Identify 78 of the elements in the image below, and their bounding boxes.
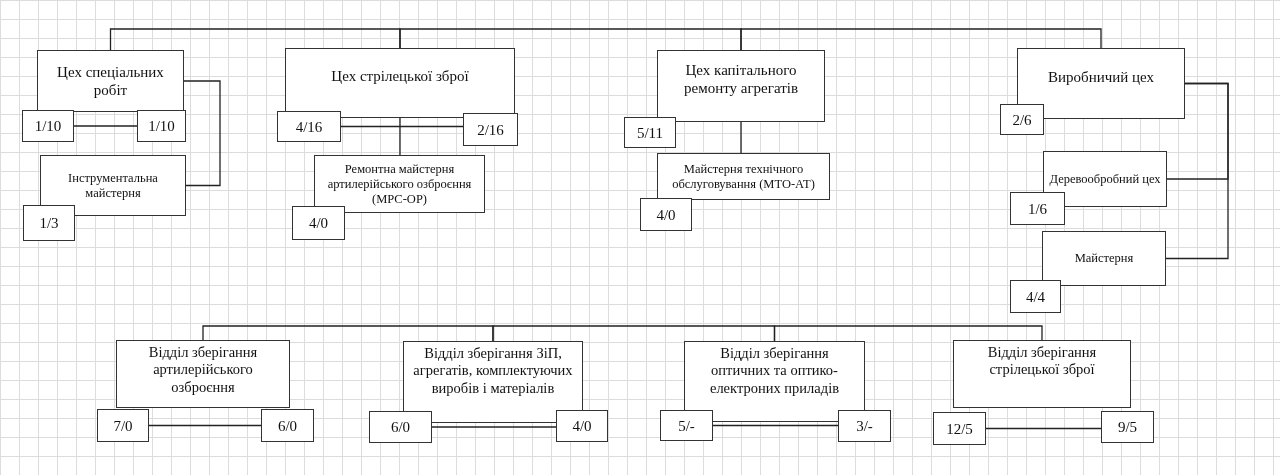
connector-line [202,325,494,342]
count-box [22,110,74,142]
count-label: 9/5 [1117,418,1138,436]
count-label: 1/10 [148,117,175,135]
department-box [684,341,865,422]
count-box [556,410,608,442]
connector-line [712,424,839,427]
connector-line [1165,82,1229,260]
unit-name: Майстерня [1074,251,1134,266]
unit-name: Інструментальна майстерня [67,170,159,201]
connector-line [399,117,401,156]
count-label: 12/5 [946,419,973,438]
connector-line [985,427,1102,430]
unit-name: Виробничий цех [1047,67,1155,86]
count-label: 1/3 [39,214,59,232]
count-box [640,198,692,231]
count-label: 4/0 [656,205,676,224]
connector-line [431,426,557,428]
workshop-box [1042,231,1166,286]
connector-line [73,125,138,127]
count-label: 4/0 [308,214,329,232]
count-label: 6/0 [390,418,411,436]
connector-line [740,121,742,154]
unit-name: Цех капітального ремонту агрегатів [683,61,799,97]
connector-line [399,28,742,51]
department-box [953,340,1131,408]
department-box [285,48,515,118]
workshop-box [40,155,186,216]
unit-name: Цех спеціальних робіт [56,63,165,99]
workshop-box [314,155,485,213]
unit-name: Відділ зберігання оптичних та оптико-електроних приладів [708,345,841,398]
unit-name: Деревообробний цех [1049,171,1161,187]
count-box [292,206,345,240]
count-box [838,410,891,442]
unit-name: Відділ зберігання стрілецької зброї [986,344,1098,379]
connector-line [740,28,1102,51]
unit-name: Відділ зберігання ЗіП, агрегатів, комплектуючих виробів і матеріалів [412,345,574,398]
connector-line [340,125,464,128]
count-label: 7/0 [113,416,133,435]
count-box [97,409,149,442]
count-label: 1/6 [1027,199,1048,218]
count-box [137,110,186,142]
count-box [933,412,986,445]
connector-line [773,325,1043,342]
connector-line [183,80,221,187]
connector-line [148,424,262,427]
department-box [37,50,184,112]
connector-line [492,325,776,342]
count-label: 4/16 [295,117,323,136]
count-label: 4/4 [1025,287,1046,306]
count-label: 1/10 [34,117,62,135]
department-box [116,340,290,408]
count-box [624,117,676,148]
unit-name: Майстерня технічного обслуговування (МТО-АТ) [671,161,816,192]
unit-name: Цех стрілецької зброї [331,67,469,85]
count-box [1000,104,1044,135]
count-label: 5/11 [636,123,664,142]
count-label: 3/- [856,417,873,435]
count-box [1010,280,1061,313]
count-label: 4/0 [572,417,592,435]
count-box [660,410,713,441]
count-label: 6/0 [277,416,298,435]
count-box [1010,192,1065,225]
count-label: 2/16 [477,120,504,139]
unit-name: Відділ зберігання артилерійського озброєння [147,344,259,397]
count-box [23,205,75,241]
department-box [403,341,583,423]
count-box [1101,411,1154,443]
department-box [657,50,825,122]
count-box [261,409,314,442]
count-label: 5/- [678,416,695,435]
count-box [463,113,518,146]
connector-line [109,28,401,51]
count-box [277,111,341,142]
unit-name: Ремонтна майстерня артилерійського озброєння (МРС-ОР) [326,161,473,207]
count-box [369,411,432,443]
count-label: 2/6 [1012,110,1032,129]
workshop-box [657,153,830,200]
